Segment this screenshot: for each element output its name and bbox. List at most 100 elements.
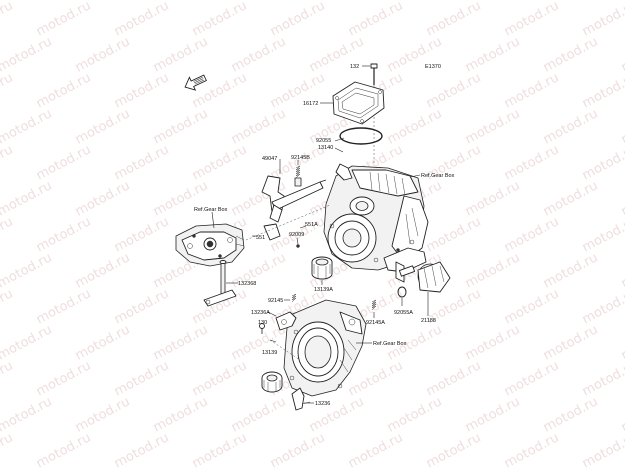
- watermark-text: motod.ru: [190, 142, 250, 183]
- watermark-text: motod.ru: [73, 34, 133, 75]
- label-92145: 92145: [268, 298, 283, 304]
- watermark-text: motod.ru: [73, 394, 133, 435]
- watermark-text: motod.ru: [0, 106, 55, 147]
- watermark-text: motod.ru: [112, 358, 172, 399]
- watermark-text: motod.ru: [346, 0, 406, 40]
- watermark-text: motod.ru: [502, 358, 562, 399]
- watermark-text: motod.ru: [580, 214, 625, 255]
- lever-13236a: [275, 311, 297, 331]
- o-ring-92055a: [397, 286, 407, 298]
- spring-92145b: [294, 165, 302, 187]
- watermark-text: motod.ru: [463, 34, 523, 75]
- watermark-text: motod.ru: [0, 214, 16, 255]
- watermark-text: motod.ru: [424, 0, 484, 40]
- watermark-text: motod.ru: [151, 178, 211, 219]
- pin-92009: [296, 244, 300, 248]
- watermark-text: motod.ru: [619, 34, 625, 75]
- watermark-text: motod.ru: [502, 214, 562, 255]
- watermark-text: motod.ru: [34, 430, 94, 468]
- bearing-13139: [261, 371, 283, 393]
- watermark-text: motod.ru: [619, 250, 625, 291]
- watermark-text: motod.ru: [73, 178, 133, 219]
- watermark-text: motod.ru: [424, 358, 484, 399]
- watermark-text: motod.ru: [190, 358, 250, 399]
- bolt-130: [259, 323, 265, 334]
- watermark-text: motod.ru: [502, 0, 562, 40]
- label-130: 130: [258, 320, 267, 326]
- watermark-text: motod.ru: [151, 106, 211, 147]
- watermark-text: motod.ru: [0, 250, 55, 291]
- watermark-text: motod.ru: [463, 394, 523, 435]
- watermark-text: motod.ru: [0, 0, 16, 40]
- watermark-text: motod.ru: [580, 0, 625, 40]
- watermark-text: motod.ru: [112, 286, 172, 327]
- watermark-text: motod.ru: [34, 70, 94, 111]
- label-132: 132: [350, 64, 359, 70]
- watermark-text: motod.ru: [580, 430, 625, 468]
- label-132368: 132368: [238, 281, 256, 287]
- watermark-text: motod.ru: [541, 34, 601, 75]
- spring-92145a: [371, 299, 377, 311]
- label-551a: 551A: [305, 222, 318, 228]
- label-13139: 13139: [262, 350, 277, 356]
- watermark-text: motod.ru: [229, 394, 289, 435]
- label-92145a: 92145A: [366, 320, 385, 326]
- watermark-text: motod.ru: [580, 142, 625, 183]
- gear-box-left: [175, 223, 245, 267]
- watermark-text: motod.ru: [0, 34, 55, 75]
- watermark-text: motod.ru: [619, 106, 625, 147]
- watermark-text: motod.ru: [502, 142, 562, 183]
- cover-16172: [332, 81, 385, 125]
- label-13140: 13140: [318, 145, 333, 151]
- watermark-text: motod.ru: [541, 394, 601, 435]
- watermark-text: motod.ru: [619, 178, 625, 219]
- watermark-text: motod.ru: [112, 70, 172, 111]
- watermark-text: motod.ru: [0, 322, 55, 363]
- label-ref-gear-box-left: Ref.Gear Box: [194, 207, 228, 213]
- watermark-text: motod.ru: [190, 0, 250, 40]
- watermark-text: motod.ru: [0, 178, 55, 219]
- watermark-text: motod.ru: [463, 178, 523, 219]
- watermark-text: motod.ru: [502, 286, 562, 327]
- page-code: E1370: [425, 64, 441, 70]
- watermark-text: motod.ru: [463, 106, 523, 147]
- watermark-text: motod.ru: [34, 0, 94, 40]
- watermark-text: motod.ru: [229, 106, 289, 147]
- watermark-text: motod.ru: [346, 430, 406, 468]
- label-21188: 21188: [421, 318, 436, 324]
- watermark-text: motod.ru: [580, 70, 625, 111]
- label-49047: 49047: [262, 156, 277, 162]
- watermark-text: motod.ru: [151, 34, 211, 75]
- watermark-text: motod.ru: [112, 214, 172, 255]
- gear-case-housing: [323, 163, 429, 271]
- shaft-132368: [203, 260, 237, 307]
- label-92055a: 92055A: [394, 310, 413, 316]
- watermark-text: motod.ru: [541, 178, 601, 219]
- watermark-text: motod.ru: [580, 358, 625, 399]
- label-13236: 13236: [315, 401, 330, 407]
- watermark-text: motod.ru: [502, 430, 562, 468]
- watermark-text: motod.ru: [34, 358, 94, 399]
- watermark-text: motod.ru: [424, 214, 484, 255]
- label-92055: 92055: [316, 138, 331, 144]
- watermark-text: motod.ru: [0, 286, 16, 327]
- watermark-text: motod.ru: [0, 394, 55, 435]
- label-ref-gear-box-top: Ref.Gear Box: [421, 173, 455, 179]
- watermark-text: motod.ru: [0, 70, 16, 111]
- watermark-text: motod.ru: [0, 142, 16, 183]
- watermark-text: motod.ru: [190, 286, 250, 327]
- lever-13236: [291, 387, 311, 411]
- watermark-text: motod.ru: [502, 70, 562, 111]
- watermark-text: motod.ru: [268, 0, 328, 40]
- watermark-text: motod.ru: [190, 70, 250, 111]
- watermark-text: motod.ru: [346, 358, 406, 399]
- watermark-text: motod.ru: [463, 250, 523, 291]
- watermark-text: motod.ru: [580, 286, 625, 327]
- label-92145b: 92145B: [291, 155, 310, 161]
- watermark-text: motod.ru: [34, 214, 94, 255]
- shift-fork-49047: [261, 175, 327, 241]
- label-13139a: 13139A: [314, 287, 333, 293]
- watermark-text: motod.ru: [424, 430, 484, 468]
